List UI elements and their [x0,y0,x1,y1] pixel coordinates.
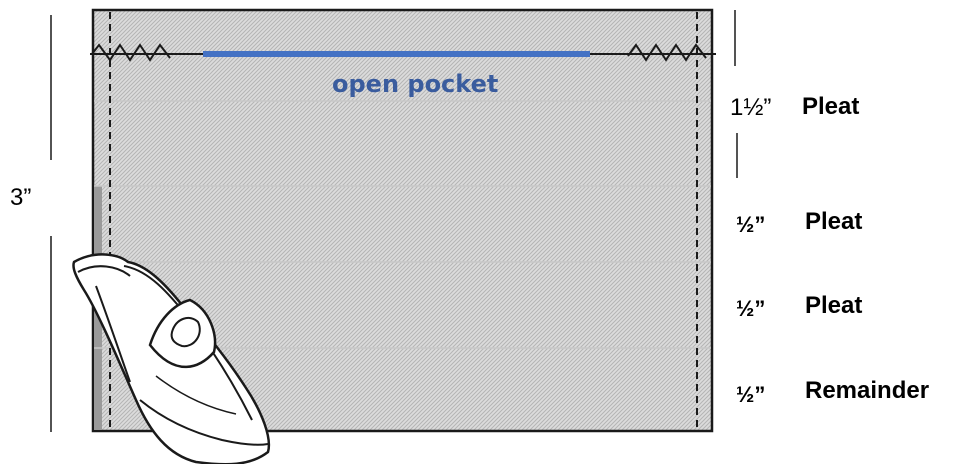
total-height-label: 3” [10,184,32,211]
open-pocket-label: open pocket [332,70,499,98]
row-1-measure: 1½” [730,94,772,121]
zigzag-stitch-icon [91,43,171,62]
row-1-kind: Pleat [802,93,860,120]
row-3-kind: Pleat [805,292,863,319]
row-4-measure: ½” [736,382,766,407]
row-4-kind: Remainder [805,377,930,404]
row-2-kind: Pleat [805,208,863,235]
zigzag-stitch-icon [627,43,707,62]
row-2-measure: ½” [736,212,766,237]
row-3-measure: ½” [736,296,766,321]
iron-icon [72,253,271,466]
